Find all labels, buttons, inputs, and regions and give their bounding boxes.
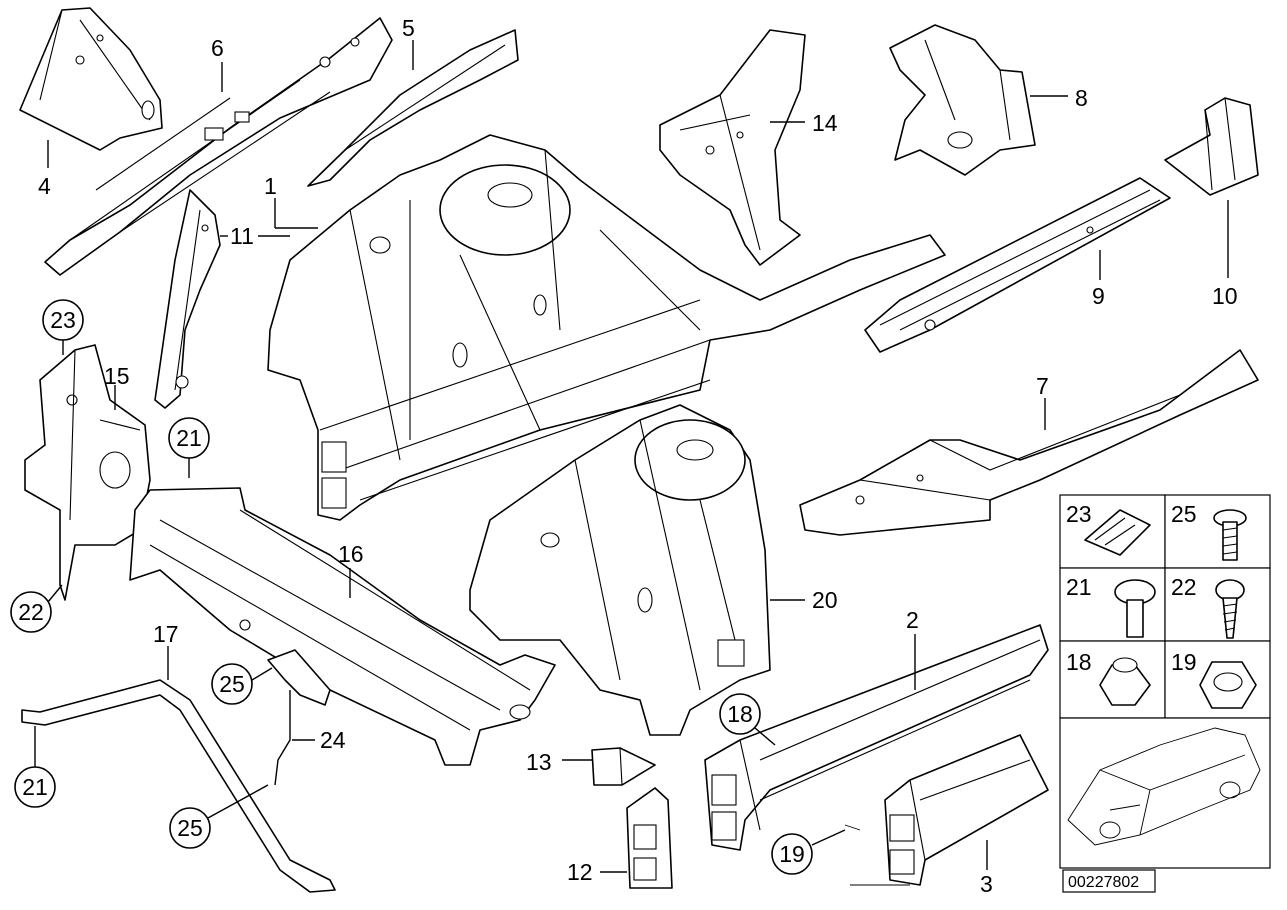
leader-25a (251, 667, 273, 681)
part-5-strip (307, 29, 519, 187)
callout-17: 17 (153, 621, 179, 647)
circle-18 (719, 693, 761, 735)
circled-22: 22 (18, 599, 44, 625)
part-15-bracket (24, 344, 151, 601)
part-14-bracket (659, 29, 806, 266)
callout-13: 13 (526, 749, 552, 775)
callout-11: 11 (230, 223, 254, 249)
callout-4: 4 (38, 173, 51, 199)
part-16-cross-member (129, 487, 556, 766)
part-7-longitudinal-member (799, 349, 1259, 536)
table-label-23: 23 (1066, 501, 1092, 527)
part-13-block (591, 747, 656, 786)
callout-20: 20 (812, 587, 838, 613)
hardware-table: 23 25 21 22 18 19 (1059, 494, 1271, 869)
part-9-sill-channel (864, 177, 1171, 353)
leader-22 (47, 584, 63, 603)
table-label-25: 25 (1171, 501, 1197, 527)
callout-14: 14 (812, 110, 838, 136)
circled-25a: 25 (219, 671, 245, 697)
part-11-pillar (154, 189, 221, 409)
document-id: 00227802 (1068, 874, 1139, 891)
cell-car (1059, 717, 1271, 869)
part-20-wheelhouse (469, 404, 771, 736)
circle-25b (169, 807, 211, 849)
part-3-lower-beam (884, 734, 1049, 886)
circled-23: 23 (50, 307, 76, 333)
part-1-wheelhouse-assembly (267, 134, 946, 521)
callout-2: 2 (906, 607, 919, 633)
car-silhouette-icon (1067, 727, 1261, 846)
part-10-bracket (1164, 97, 1259, 196)
circled-18: 18 (727, 701, 753, 727)
callout-9: 9 (1092, 283, 1105, 309)
cell-21 (1059, 567, 1166, 642)
callout-16: 16 (338, 541, 364, 567)
clip-nut-icon (1084, 509, 1151, 556)
callout-12: 12 (567, 859, 593, 885)
part-8-arch-panel (889, 24, 1036, 176)
part-6-upper-rail (44, 17, 393, 276)
callout-7: 7 (1036, 373, 1049, 399)
circle-22 (10, 591, 52, 633)
screw-icon (1215, 579, 1245, 601)
leader-18 (754, 727, 776, 746)
table-label-19: 19 (1171, 649, 1197, 675)
circled-21a: 21 (176, 425, 202, 451)
callout-6: 6 (211, 35, 224, 61)
table-label-18: 18 (1066, 649, 1092, 675)
circled-19: 19 (779, 841, 805, 867)
callout-24: 24 (320, 727, 346, 753)
callout-5: 5 (402, 15, 415, 41)
flange-nut-icon (1099, 664, 1151, 706)
leader-19 (811, 829, 846, 846)
part-12-bracket (626, 787, 673, 889)
circled-25b: 25 (177, 815, 203, 841)
callout-15: 15 (104, 363, 130, 389)
part-24-bracket (267, 649, 331, 786)
cell-25 (1164, 494, 1271, 569)
part-17-strut-rod (21, 679, 336, 893)
part-4-wheel-arch-panel (19, 7, 163, 151)
perspective-lines (844, 824, 910, 886)
circle-19 (771, 833, 813, 875)
callout-10: 10 (1212, 283, 1238, 309)
circled-21b: 21 (22, 774, 48, 800)
callout-1: 1 (264, 173, 277, 199)
document-id-box (1062, 869, 1156, 893)
table-label-22: 22 (1171, 574, 1197, 600)
callout-3: 3 (980, 871, 993, 897)
circle-25a (211, 663, 253, 705)
leader-25b (207, 784, 269, 819)
table-label-21: 21 (1066, 574, 1092, 600)
cell-22 (1164, 567, 1271, 642)
part-2-front-beam (704, 624, 1049, 851)
callout-8: 8 (1075, 85, 1088, 111)
